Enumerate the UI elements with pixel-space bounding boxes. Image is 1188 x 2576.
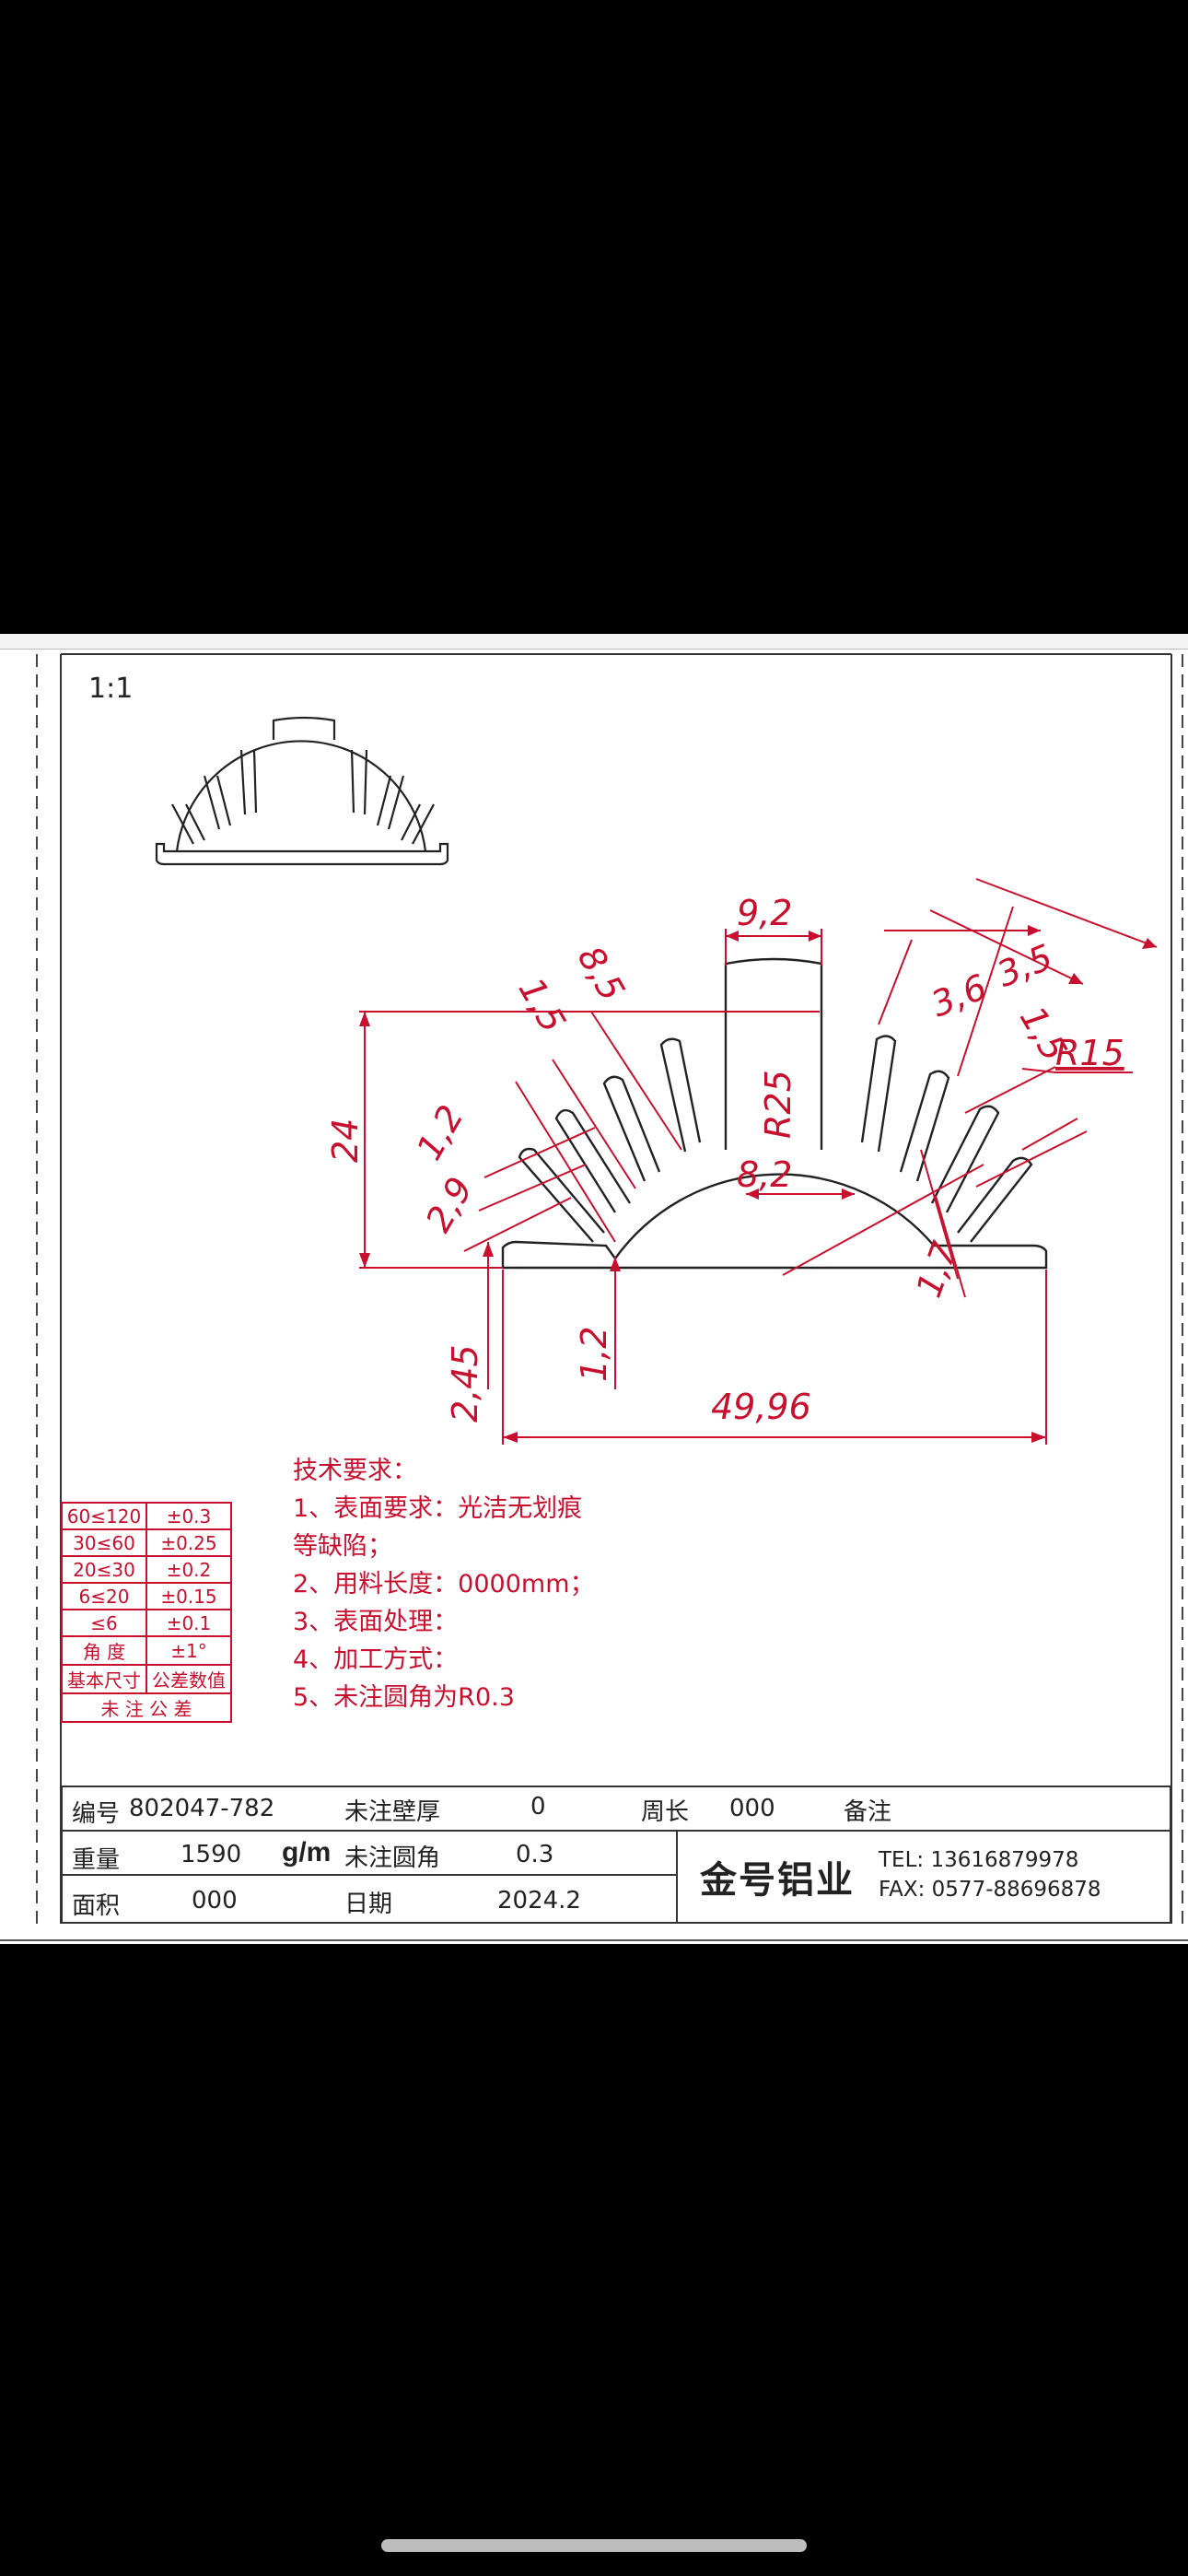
tol-value: ±1° [146, 1635, 232, 1666]
area-value: 000 [192, 1887, 238, 1914]
date-label: 日期 [344, 1891, 393, 1918]
table-row: 30≤60±0.25 [61, 1528, 232, 1557]
dim-r15: R15 [1055, 1033, 1124, 1073]
tol-value: ±0.2 [146, 1555, 232, 1584]
tol-range: 30≤60 [61, 1528, 147, 1557]
tol-value: 公差数值 [146, 1664, 232, 1694]
profile-base [501, 1240, 1048, 1270]
scale-label: 1:1 [88, 673, 134, 705]
tol-value: ±0.25 [146, 1528, 232, 1557]
profile-fins-left [518, 1037, 702, 1243]
dim-2-45: 2,45 [445, 1344, 485, 1423]
dim-r25: R25 [758, 1070, 798, 1139]
dim-1-5-left: 1,5 [510, 971, 573, 1039]
title-block: 编号 802047-782 未注壁厚 0 周长 000 备注 重量 1590 g… [61, 1786, 1171, 1924]
tech-line: 2、用料长度：0000mm； [293, 1570, 595, 1598]
tol-value: ±0.1 [146, 1609, 232, 1637]
wall-value: 0 [530, 1793, 546, 1821]
dim-8-5: 8,5 [570, 940, 633, 1008]
table-row: 60≤120±0.3 [61, 1502, 232, 1530]
dim-1-2-lower: 1,2 [574, 1327, 614, 1382]
table-row: 未 注 公 差 [61, 1692, 232, 1723]
center-slot [724, 957, 823, 1150]
tol-value: ±0.3 [146, 1502, 232, 1530]
tol-range: 角 度 [61, 1635, 147, 1666]
tol-range: 6≤20 [61, 1582, 147, 1610]
tol-range: 基本尺寸 [61, 1664, 147, 1694]
tech-requirements: 技术要求： 1、表面要求：光洁无划痕 等缺陷； 2、用料长度：0000mm； 3… [293, 1452, 595, 1716]
area-label: 面积 [72, 1892, 121, 1920]
fillet-label: 未注圆角 [344, 1844, 441, 1872]
dim-8-2: 8,2 [737, 1154, 792, 1195]
tech-title: 技术要求： [293, 1457, 417, 1485]
tol-range: ≤6 [61, 1609, 147, 1637]
preview-fins [171, 749, 435, 845]
tech-line: 5、未注圆角为R0.3 [293, 1683, 515, 1712]
remark-label: 备注 [844, 1798, 892, 1826]
tol-range: 20≤30 [61, 1555, 147, 1584]
date-value: 2024.2 [497, 1887, 581, 1914]
tech-line: 3、表面处理： [293, 1608, 459, 1636]
tech-line: 1、表面要求：光洁无划痕 [293, 1494, 583, 1523]
code-value: 802047-782 [129, 1795, 275, 1822]
table-row: 基本尺寸公差数值 [61, 1664, 232, 1694]
main-profile [501, 957, 1048, 1270]
table-row: 角 度±1° [61, 1635, 232, 1666]
table-row: 6≤20±0.15 [61, 1582, 232, 1610]
tol-range: 60≤120 [61, 1502, 147, 1530]
dim-24: 24 [325, 1118, 366, 1163]
tol-value: ±0.15 [146, 1582, 232, 1610]
weight-value: 1590 [181, 1841, 242, 1868]
home-indicator[interactable] [381, 2539, 807, 2552]
perimeter-label: 周长 [641, 1798, 690, 1826]
title-divider [676, 1830, 678, 1924]
wall-label: 未注壁厚 [344, 1798, 441, 1826]
tolerance-table: 60≤120±0.3 30≤60±0.25 20≤30±0.2 6≤20±0.1… [61, 1502, 232, 1723]
weight-unit: g/m [282, 1837, 332, 1868]
title-row-2 [63, 1832, 676, 1876]
weight-label: 重量 [72, 1846, 121, 1874]
drawing-canvas: 9,2 3,5 3,6 8,5 1,5 1,5 R15 R25 8,2 24 1… [0, 653, 1188, 1941]
perimeter-value: 000 [729, 1795, 775, 1822]
code-label: 编号 [72, 1800, 121, 1828]
table-row: 20≤30±0.2 [61, 1555, 232, 1584]
dimension-lines [359, 878, 1158, 1445]
dim-2-9: 2,9 [418, 1170, 481, 1238]
dim-3-6: 3,6 [926, 966, 993, 1025]
tol-footer: 未 注 公 差 [61, 1692, 232, 1723]
tech-line: 等缺陷； [293, 1532, 392, 1561]
profile-fins-right [860, 1035, 1033, 1243]
dim-9-2: 9,2 [737, 893, 792, 933]
preview-profile [155, 716, 449, 866]
title-row-1 [63, 1787, 1170, 1832]
cad-drawing-sheet: 9,2 3,5 3,6 8,5 1,5 1,5 R15 R25 8,2 24 1… [0, 634, 1188, 1944]
profile-arc [614, 1173, 935, 1259]
table-row: ≤6±0.1 [61, 1609, 232, 1637]
company-name: 金号铝业 [700, 1859, 855, 1902]
company-fax: FAX: 0577-88696878 [879, 1878, 1101, 1902]
dim-1-2-upper: 1,2 [409, 1098, 472, 1166]
dimension-arrows [359, 925, 1157, 1443]
tech-line: 4、加工方式： [293, 1645, 459, 1674]
cad-toolbar-strip [0, 634, 1188, 650]
fillet-value: 0.3 [516, 1841, 554, 1868]
company-tel: TEL: 13616879978 [879, 1848, 1079, 1872]
dim-49-96: 49,96 [711, 1387, 811, 1427]
